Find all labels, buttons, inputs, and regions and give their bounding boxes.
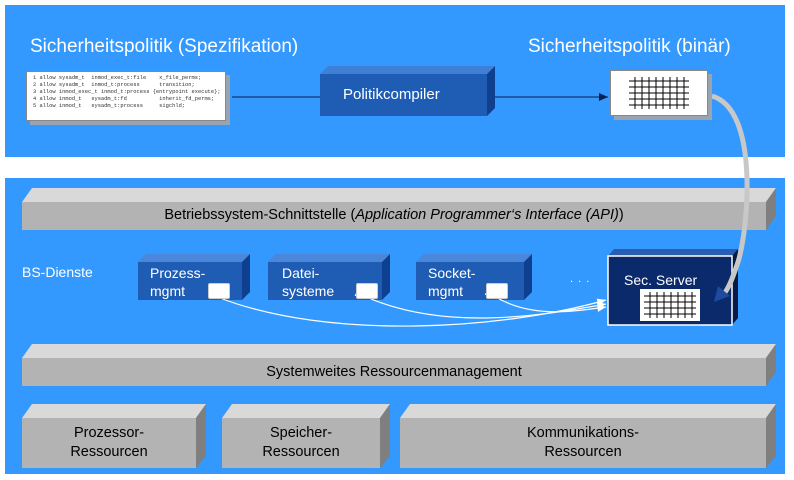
file-systems-hook bbox=[356, 283, 378, 299]
process-mgmt-hook bbox=[208, 283, 230, 299]
resource-management-label: Systemweites Ressourcenmanagement bbox=[266, 364, 522, 380]
services-section-label: BS-Dienste bbox=[22, 264, 93, 280]
communication-resources-line1: Kommunikations- bbox=[526, 425, 639, 441]
communication-resources-label: Kommunikations- Ressourcen bbox=[400, 424, 766, 462]
api-label: Betriebssystem-Schnittstelle (Applicatio… bbox=[22, 206, 766, 225]
memory-resources-box bbox=[222, 404, 390, 468]
security-server-label: Sec. Server bbox=[624, 272, 698, 288]
socket-mgmt-line2: mgmt bbox=[428, 283, 463, 299]
more-services-ellipsis: . . . bbox=[570, 273, 591, 285]
processor-resources-line2: Ressourcen bbox=[70, 444, 148, 460]
code-line: 1 allow sysadm_t inmod_exec_t:file x_fil… bbox=[33, 75, 202, 81]
socket-mgmt-hook bbox=[486, 283, 508, 299]
file-systems-line1: Datei- bbox=[282, 265, 320, 281]
binary-policy-document bbox=[610, 70, 708, 116]
binary-title: Sicherheitspolitik (binär) bbox=[528, 36, 731, 57]
processor-resources-box bbox=[22, 404, 206, 468]
resource-management-slab bbox=[22, 344, 776, 386]
file-systems-line2: systeme bbox=[282, 283, 335, 299]
spec-title: Sicherheitspolitik (Spezifikation) bbox=[30, 36, 299, 57]
memory-resources-line1: Speicher- bbox=[269, 425, 333, 441]
binary-grid-icon bbox=[629, 77, 689, 109]
security-server-grid-icon bbox=[640, 289, 700, 321]
code-line: 2 allow sysadm_t inmod_t:process transit… bbox=[33, 82, 195, 88]
binary-to-server-arrowhead bbox=[714, 286, 730, 302]
processor-resources-label: Prozessor- Ressourcen bbox=[22, 424, 196, 462]
process-mgmt-label: Prozess- mgmt bbox=[150, 264, 205, 300]
socket-to-server-link bbox=[484, 288, 607, 313]
processor-resources-line1: Prozessor- bbox=[73, 425, 145, 441]
binary-to-server-arrow bbox=[711, 93, 750, 298]
api-label-italic: Application Programmer‘s Interface (API) bbox=[355, 207, 619, 223]
api-slab bbox=[22, 188, 776, 230]
api-label-text: Betriebssystem-Schnittstelle ( bbox=[164, 207, 356, 223]
process-mgmt-line1: Prozess- bbox=[150, 265, 206, 281]
api-label-end: ) bbox=[618, 207, 624, 223]
memory-resources-label: Speicher- Ressourcen bbox=[222, 424, 380, 462]
socket-mgmt-label: Socket- mgmt bbox=[428, 264, 475, 300]
code-line: 4 allow inmod_t sysadm_t:fd inherit_fd_p… bbox=[33, 96, 215, 102]
code-line: 5 allow inmod_t sysadm_t:process sigchld… bbox=[33, 103, 186, 109]
file-systems-label: Datei- systeme bbox=[282, 264, 334, 300]
policy-source-document: 1 allow sysadm_t inmod_exec_t:file x_fil… bbox=[26, 71, 226, 121]
communication-resources-line2: Ressourcen bbox=[544, 444, 622, 460]
compiler-box bbox=[320, 66, 495, 116]
process-mgmt-line2: mgmt bbox=[150, 283, 185, 299]
socket-mgmt-line1: Socket- bbox=[428, 265, 476, 281]
communication-resources-box bbox=[400, 404, 776, 468]
compiler-label: Politikcompiler bbox=[343, 86, 440, 103]
memory-resources-line2: Ressourcen bbox=[262, 444, 340, 460]
code-line: 3 allow inmod_exec_t inmod_t:process {en… bbox=[33, 89, 221, 95]
